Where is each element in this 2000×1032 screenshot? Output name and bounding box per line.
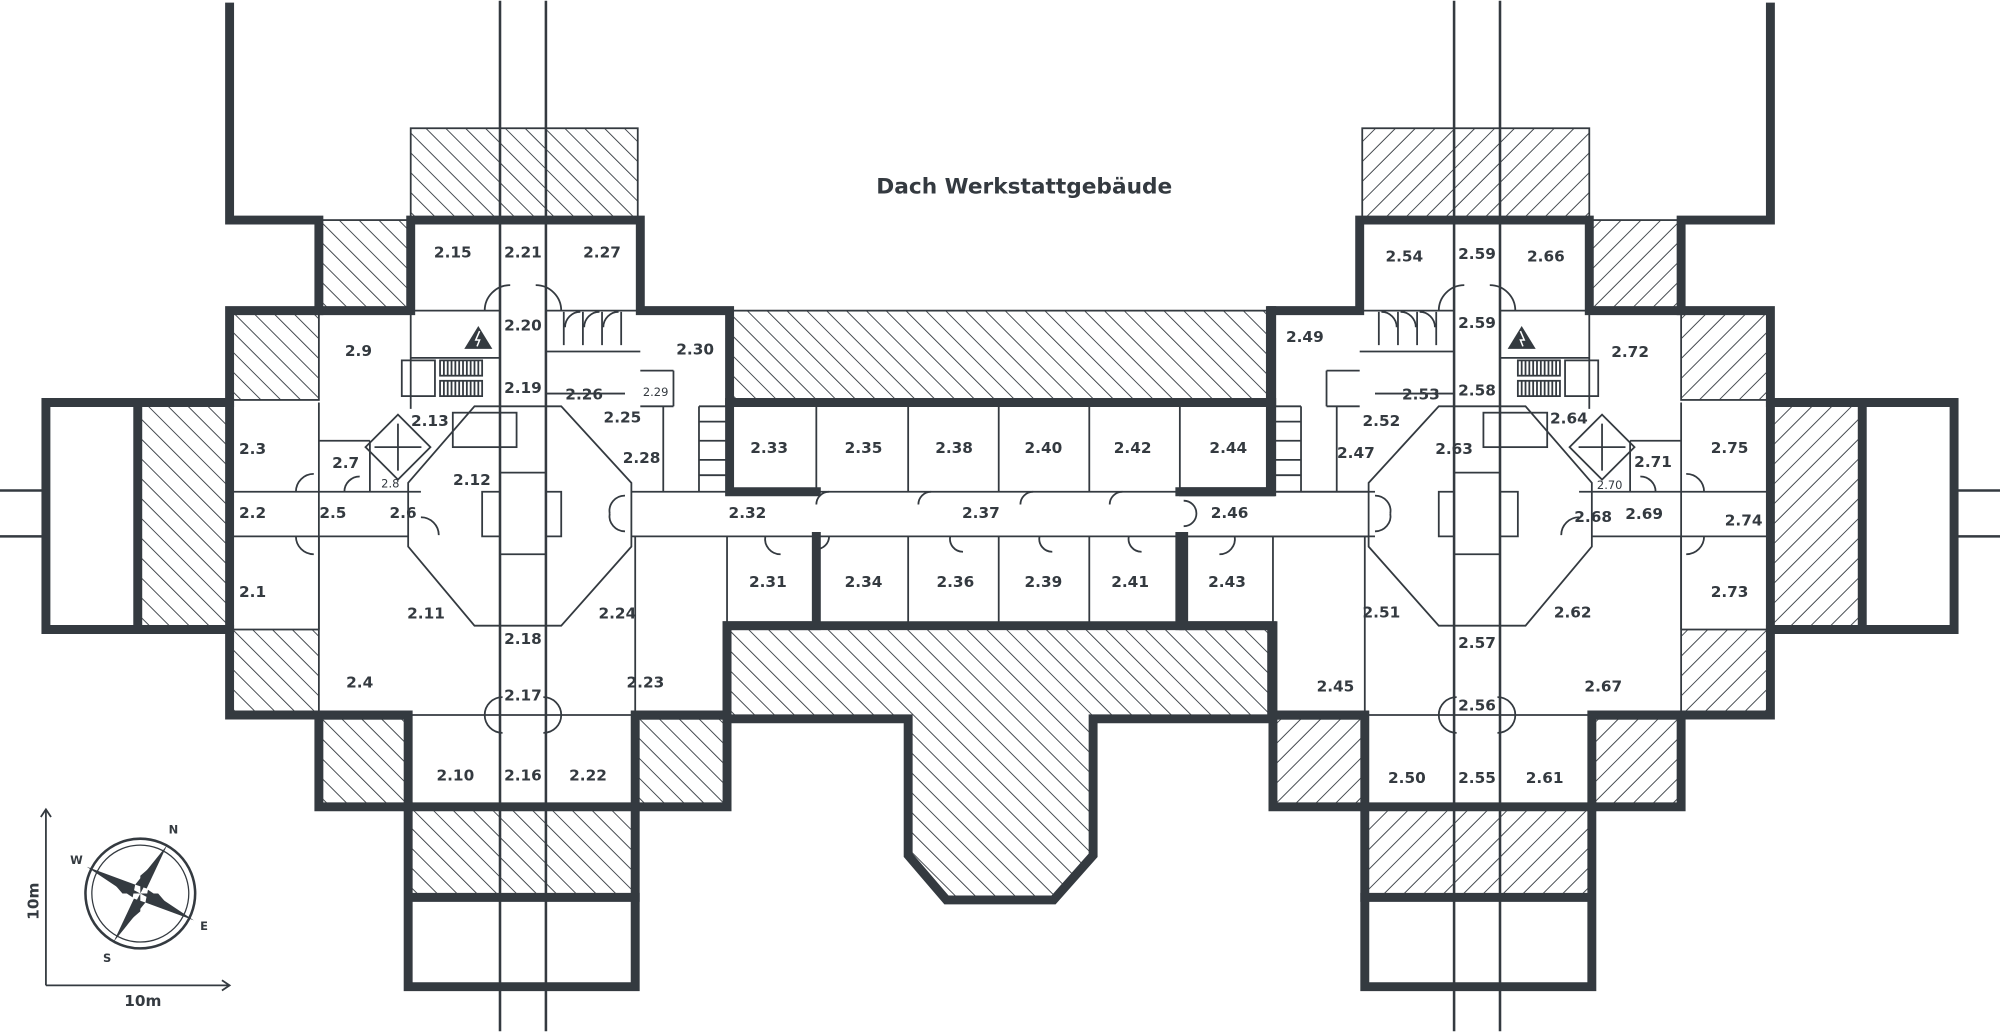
room-label: 2.74 xyxy=(1725,512,1763,530)
room-label: 2.8 xyxy=(381,477,399,491)
room-label: 2.7 xyxy=(332,454,359,472)
room-label: 2.25 xyxy=(604,408,642,426)
plan-title: Dach Werkstattgebäude xyxy=(876,174,1172,199)
room-label: 2.57 xyxy=(1458,634,1496,652)
room-label: 2.35 xyxy=(845,439,883,457)
room-label: 2.19 xyxy=(504,379,542,397)
room-label: 2.63 xyxy=(1435,440,1473,458)
room-label: 2.37 xyxy=(962,504,1000,522)
room-label: 2.17 xyxy=(504,686,542,704)
room-label: 2.18 xyxy=(504,630,542,648)
room-label: 2.62 xyxy=(1554,603,1592,621)
room-label: 2.40 xyxy=(1024,439,1062,457)
room-label: 2.32 xyxy=(729,504,767,522)
hatched-area xyxy=(228,309,320,401)
room-label: 2.30 xyxy=(676,341,714,359)
room-label: 2.61 xyxy=(1526,769,1564,787)
room-label: 2.56 xyxy=(1458,697,1496,715)
room-label: 2.33 xyxy=(750,439,788,457)
compass-east: E xyxy=(200,919,208,933)
hatched-area xyxy=(317,717,410,808)
room-label: 2.47 xyxy=(1337,444,1375,462)
room-label: 2.42 xyxy=(1114,439,1152,457)
room-label: 2.39 xyxy=(1024,573,1062,591)
room-label: 2.54 xyxy=(1385,248,1423,266)
compass-south: S xyxy=(103,951,111,965)
room-label: 2.69 xyxy=(1625,505,1663,523)
interior-walls xyxy=(229,309,817,716)
room-label: 2.34 xyxy=(845,573,883,591)
room-label: 2.53 xyxy=(1402,385,1440,403)
room-label: 2.22 xyxy=(569,767,607,785)
room-label: 2.9 xyxy=(345,342,372,360)
room-label: 2.49 xyxy=(1286,328,1324,346)
room-label: 2.23 xyxy=(627,674,665,692)
axis-lines xyxy=(0,0,548,1032)
room-label: 2.46 xyxy=(1211,504,1249,522)
room-label: 2.6 xyxy=(390,504,417,522)
hatched-area xyxy=(136,401,231,631)
room-label: 2.26 xyxy=(565,385,603,403)
room-label: 2.11 xyxy=(407,605,445,623)
room-label: 2.5 xyxy=(319,504,346,522)
room-label: 2.10 xyxy=(436,767,474,785)
hatched-area xyxy=(634,717,728,808)
room-label: 2.44 xyxy=(1209,439,1247,457)
room-label: 2.64 xyxy=(1550,410,1588,428)
hatched-area xyxy=(228,628,320,716)
room-label: 2.13 xyxy=(411,412,449,430)
room-label: 2.15 xyxy=(434,244,472,262)
room-label: 2.75 xyxy=(1711,439,1749,457)
compass-rose-icon: N E S W xyxy=(70,822,208,965)
room-label: 2.71 xyxy=(1634,453,1672,471)
left-wing xyxy=(0,0,821,1032)
room-label: 2.41 xyxy=(1111,573,1149,591)
warning-lightning-icon xyxy=(464,325,493,349)
hatched-area xyxy=(407,805,637,899)
room-label: 2.12 xyxy=(453,471,491,489)
room-label: 2.38 xyxy=(935,439,973,457)
stairs xyxy=(439,311,730,477)
hatched-area xyxy=(317,219,412,312)
room-label: 2.52 xyxy=(1363,412,1401,430)
room-label: 2.68 xyxy=(1574,508,1612,526)
room-label: 2.70 xyxy=(1597,478,1623,492)
room-label: 2.24 xyxy=(598,605,636,623)
room-label: 2.43 xyxy=(1208,573,1246,591)
room-label: 2.50 xyxy=(1388,769,1426,787)
hatched-area xyxy=(409,127,639,219)
room-label: 2.72 xyxy=(1611,343,1649,361)
room-label: 2.28 xyxy=(623,449,661,467)
room-label: 2.73 xyxy=(1711,583,1749,601)
room-label: 2.59 xyxy=(1458,314,1496,332)
room-label: 2.27 xyxy=(583,244,621,262)
room-labels: 2.15 2.21 2.27 2.20 2.9 2.30 2.19 2.26 2.29 2.13 2… xyxy=(239,244,1763,788)
room-label: 2.16 xyxy=(504,767,542,785)
room-label: 2.3 xyxy=(239,440,266,458)
room-label: 2.1 xyxy=(239,583,266,601)
scale-horizontal-label: 10m xyxy=(124,992,161,1010)
room-label: 2.36 xyxy=(936,573,974,591)
room-label: 2.58 xyxy=(1458,382,1496,400)
room-label: 2.59 xyxy=(1458,245,1496,263)
compass-north: N xyxy=(169,822,179,836)
room-label: 2.66 xyxy=(1527,248,1565,266)
room-label: 2.29 xyxy=(643,385,669,399)
room-label: 2.31 xyxy=(749,573,787,591)
scale-vertical-label: 10m xyxy=(24,883,42,920)
room-label: 2.67 xyxy=(1584,677,1622,695)
compass-west: W xyxy=(70,853,83,867)
room-label: 2.20 xyxy=(504,316,542,334)
room-label: 2.21 xyxy=(504,244,542,262)
room-label: 2.2 xyxy=(239,504,266,522)
central-block xyxy=(722,306,1375,905)
room-label: 2.4 xyxy=(346,674,373,692)
scale-bar xyxy=(40,807,232,992)
room-label: 2.55 xyxy=(1458,769,1496,787)
room-label: 2.45 xyxy=(1317,677,1355,695)
room-label: 2.51 xyxy=(1363,603,1401,621)
